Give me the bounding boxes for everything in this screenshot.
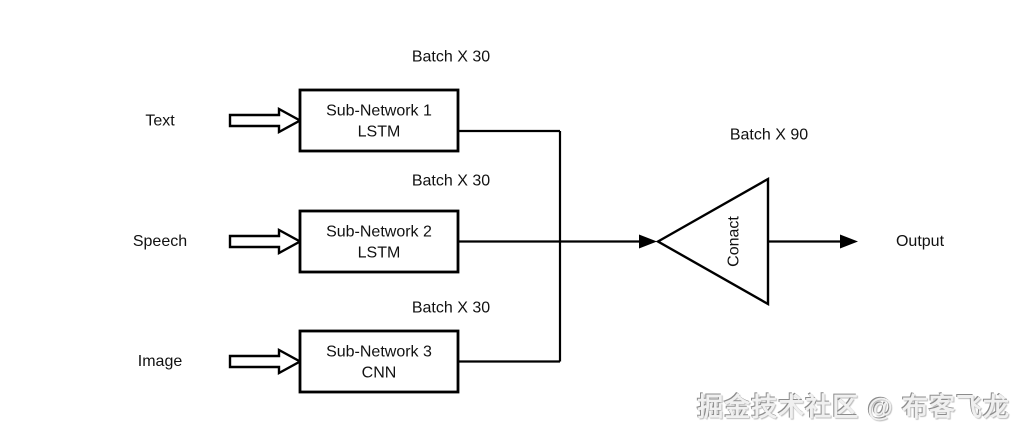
batch-label-90: Batch X 90 <box>730 127 808 144</box>
batch-label-2: Batch X 30 <box>412 173 490 190</box>
concat-triangle <box>655 176 770 307</box>
subnetwork-3-title: Sub-Network 3 <box>326 344 432 361</box>
batch-label-1: Batch X 30 <box>412 49 490 66</box>
concat-label: Conact <box>726 216 743 267</box>
input-block-arrow-text <box>228 106 303 135</box>
arrowhead-output <box>840 234 858 249</box>
subnetwork-3-subtitle: CNN <box>362 365 397 382</box>
subnetwork-2-box <box>298 209 460 274</box>
subnetwork-2-title: Sub-Network 2 <box>326 224 432 241</box>
output-label: Output <box>896 233 945 250</box>
subnetwork-1-box <box>298 88 460 153</box>
input-label-image: Image <box>138 353 183 370</box>
subnetwork-1-subtitle: LSTM <box>358 124 401 141</box>
input-label-text: Text <box>145 113 175 130</box>
batch-label-3: Batch X 30 <box>412 300 490 317</box>
input-label-speech: Speech <box>133 233 187 250</box>
arrowhead-into-concat <box>639 234 657 249</box>
watermark-text: 掘金技术社区 @ 布客飞龙 <box>697 392 1010 422</box>
input-block-arrow-image <box>228 347 303 376</box>
subnetwork-3-box <box>298 329 460 394</box>
input-block-arrow-speech <box>228 227 303 256</box>
subnetwork-2-subtitle: LSTM <box>358 245 401 262</box>
subnetwork-1-title: Sub-Network 1 <box>326 103 432 120</box>
